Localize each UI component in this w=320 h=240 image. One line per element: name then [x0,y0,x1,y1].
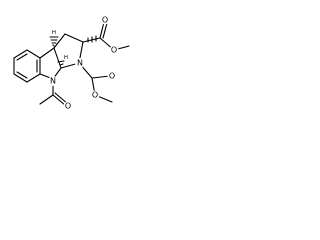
benzene-ring [13,49,41,83]
stereo-hatch-c3a [49,36,59,47]
oxygen-carbamate-carbonyl-label: O [109,72,115,81]
chemical-structure-diagram: N N O O O O O H H [13,15,130,111]
oxygen-ester-carbonyl-label: O [102,16,108,25]
nitrogen-pyrrolidine-label: N [77,59,83,68]
stereo-hatch-c2 [87,35,97,43]
oxygen-carbamate-ether-label: O [92,91,98,100]
indoline-ring [39,47,62,80]
hydrogen-c8a-label: H [64,55,68,61]
nitrogen-indoline-label: N [50,77,56,86]
oxygen-acetyl-label: O [65,102,71,111]
hydrogen-c3a-label: H [52,30,56,36]
stereo-hatch-c8a [57,60,65,66]
methyl-ester-top [82,21,130,51]
oxygen-ester-ether-label: O [111,46,117,55]
